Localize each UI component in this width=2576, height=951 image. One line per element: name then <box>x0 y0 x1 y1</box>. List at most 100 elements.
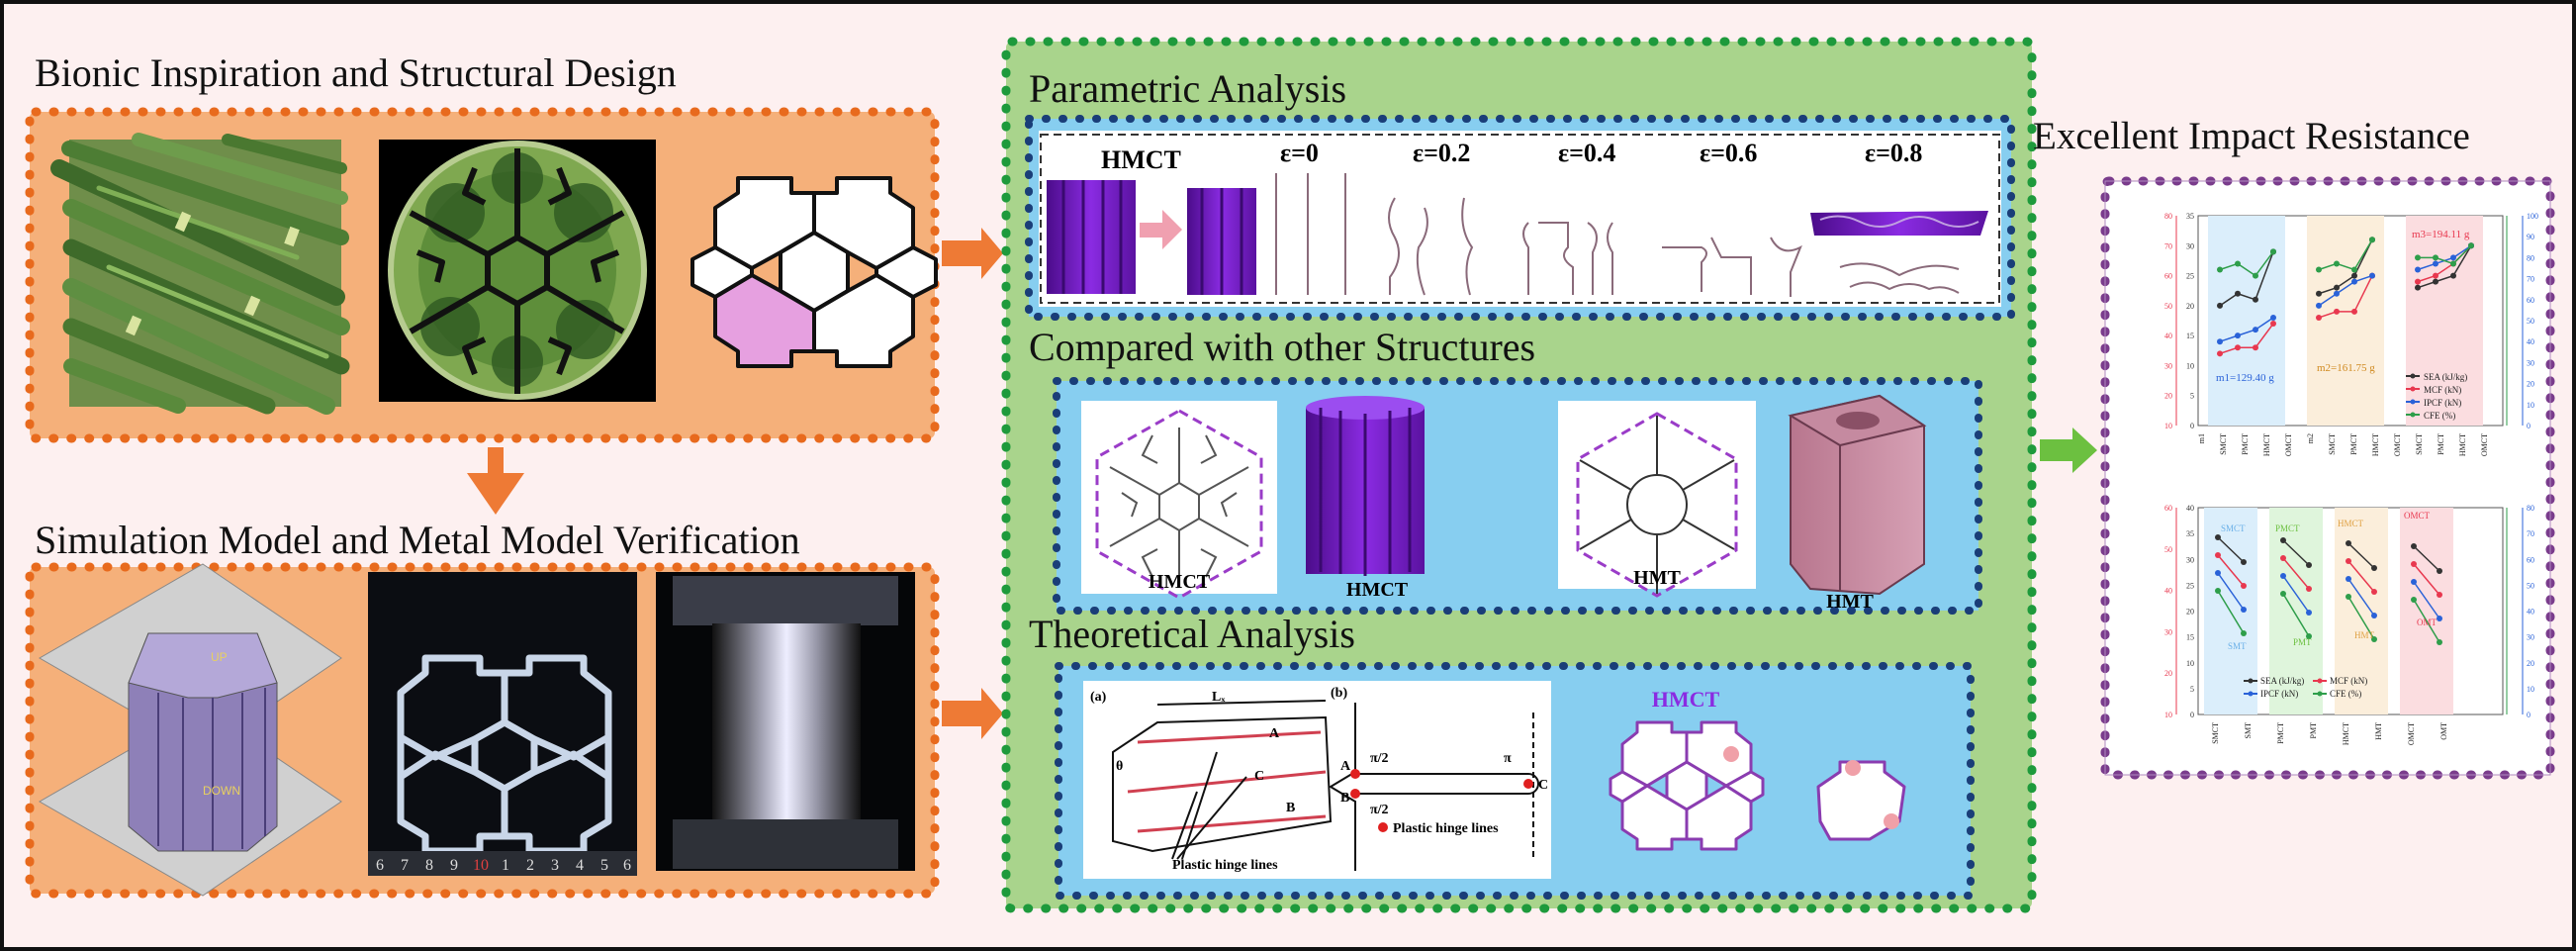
simulation-model-render: UP DOWN <box>38 563 342 897</box>
data-point <box>2351 308 2357 315</box>
data-point <box>2270 321 2276 328</box>
theory-unit-cell <box>1816 760 1906 841</box>
data-point <box>2437 639 2442 645</box>
chart-mass-comparison: 1020304050607080051015202530350102030405… <box>2164 212 2538 456</box>
group-label: SMT <box>2228 641 2247 651</box>
right-tick-label: 60 <box>2527 555 2534 564</box>
left-tick-label: 80 <box>2164 212 2172 221</box>
right-tick-label: 20 <box>2527 659 2534 668</box>
right-tick-label: 90 <box>2527 233 2534 241</box>
mid-tick-label: 40 <box>2186 504 2194 513</box>
category-label: SMCT <box>2211 722 2220 744</box>
data-point <box>2415 254 2421 261</box>
mid-tick-label: 30 <box>2186 555 2194 564</box>
legend-entry: MCF (kN) <box>2424 385 2461 395</box>
compared-title: Compared with other Structures <box>1029 325 1536 369</box>
data-point <box>2217 302 2223 309</box>
group-label: m3=194.11 g <box>2412 229 2470 240</box>
category-label: HMT <box>2374 722 2383 740</box>
series-line <box>2318 238 2373 295</box>
left-tick-label: 60 <box>2164 504 2172 513</box>
data-point <box>2346 594 2351 600</box>
svg-text:6: 6 <box>376 857 384 874</box>
series-line <box>2417 244 2472 289</box>
legend-marker <box>2410 386 2416 392</box>
data-point <box>2280 591 2286 597</box>
hmt-3d-model <box>1788 394 1927 596</box>
data-point <box>2241 607 2247 613</box>
data-point <box>2215 534 2221 540</box>
svg-text:A: A <box>1269 726 1280 741</box>
hinge-spot-2 <box>1845 760 1861 776</box>
svg-text:B: B <box>1340 791 1349 806</box>
group-label: m1=129.40 g <box>2216 372 2274 384</box>
mid-tick-label: 5 <box>2190 392 2194 401</box>
data-point <box>2306 562 2312 568</box>
strain-labels: ε=0 ε=0.2 ε=0.4 ε=0.6 ε=0.8 <box>1280 139 1922 167</box>
data-point <box>2415 284 2421 291</box>
legend-entry: IPCF (kN) <box>2260 689 2298 699</box>
left-tick-label: 10 <box>2164 422 2172 430</box>
right-tick-label: 50 <box>2527 581 2534 590</box>
left-tick-label: 30 <box>2164 627 2172 636</box>
theory-hmct-label: HMCT <box>1652 687 1720 712</box>
legend-marker <box>2410 399 2416 405</box>
data-point <box>2270 314 2276 321</box>
svg-text:9: 9 <box>450 857 458 874</box>
right-tick-label: 30 <box>2527 633 2534 642</box>
legend-marker <box>2410 412 2416 418</box>
series-line <box>2318 275 2373 319</box>
group-label: m2=161.75 g <box>2317 362 2375 374</box>
data-point <box>2280 555 2286 561</box>
category-label: PMCT <box>2349 433 2358 455</box>
svg-text:1: 1 <box>502 857 509 874</box>
mid-tick-label: 20 <box>2186 302 2194 311</box>
category-label: SMCT <box>2219 433 2228 455</box>
category-label: HMCT <box>2371 433 2380 456</box>
svg-text:Plastic hinge lines: Plastic hinge lines <box>1172 858 1278 873</box>
hinge-diagram-b <box>1329 703 1539 871</box>
hinge-points <box>1350 769 1533 832</box>
data-point <box>2316 302 2322 309</box>
mid-tick-label: 0 <box>2190 711 2194 719</box>
svg-text:7: 7 <box>401 857 409 874</box>
bionic-title: Bionic Inspiration and Structural Design <box>35 50 677 95</box>
category-label: HMCT <box>2342 722 2350 745</box>
data-point <box>2235 333 2241 339</box>
series-line <box>2413 563 2440 596</box>
data-point <box>2241 559 2247 565</box>
hmct-3d-model <box>1306 396 1425 576</box>
group-label: OMT <box>2417 618 2438 627</box>
stem-cross-section-photo <box>379 140 656 402</box>
strain-06: ε=0.6 <box>1700 139 1757 167</box>
mid-tick-label: 30 <box>2186 241 2194 250</box>
data-point <box>2450 272 2456 279</box>
left-tick-label: 10 <box>2164 711 2172 719</box>
bamboo-photo <box>50 133 350 415</box>
data-point <box>2433 254 2438 261</box>
series-line <box>2413 581 2440 619</box>
svg-text:C: C <box>1254 769 1264 784</box>
right-tick-label: 70 <box>2527 275 2534 284</box>
svg-text:C: C <box>1538 778 1548 793</box>
hmct-3d-label: HMCT <box>1346 579 1409 601</box>
data-point <box>2334 308 2340 315</box>
data-point <box>2411 561 2417 567</box>
left-tick-label: 50 <box>2164 545 2172 554</box>
structural-design-geometry <box>690 176 938 368</box>
data-point <box>2346 576 2351 582</box>
data-point <box>2253 344 2258 351</box>
legend-entry: IPCF (kN) <box>2424 398 2461 408</box>
series-line <box>2217 536 2245 563</box>
legend-marker <box>2317 678 2323 684</box>
data-point <box>2280 573 2286 579</box>
mid-tick-label: 5 <box>2190 685 2194 694</box>
mid-tick-label: 15 <box>2186 633 2194 642</box>
parametric-title: Parametric Analysis <box>1029 66 1347 111</box>
series-line <box>2282 557 2310 590</box>
strain-0: ε=0 <box>1280 139 1319 167</box>
svg-text:10: 10 <box>473 857 489 874</box>
legend-marker <box>2248 691 2254 697</box>
data-point <box>2437 616 2442 621</box>
